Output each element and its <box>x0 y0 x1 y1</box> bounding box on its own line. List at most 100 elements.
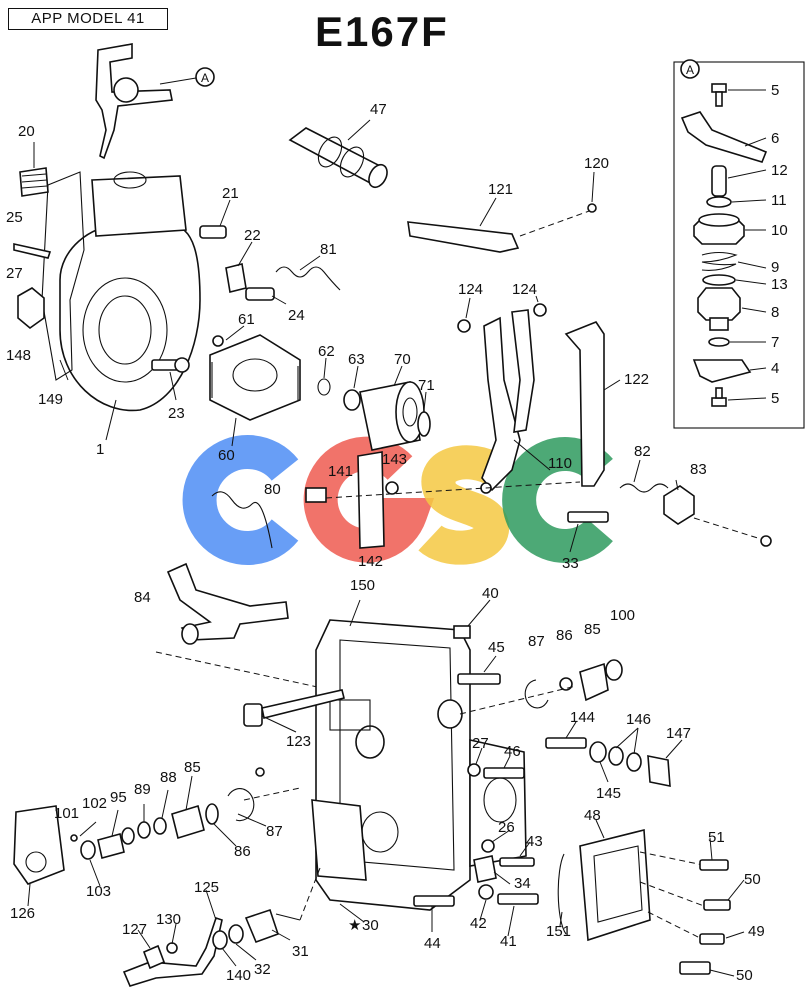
label-124-left: 124 <box>458 281 483 298</box>
label-102: 102 <box>82 795 107 812</box>
label-149: 149 <box>38 391 63 408</box>
part-washer-88 <box>153 817 167 835</box>
label-61: 61 <box>238 311 255 328</box>
part-cover-48 <box>557 828 651 942</box>
label-101: 101 <box>54 805 79 822</box>
diagram-title: E167F <box>315 8 449 55</box>
part-bolt-25 <box>13 243 52 259</box>
label-100: 100 <box>610 607 635 624</box>
part-cap-147 <box>647 755 671 787</box>
part-shaft-47 <box>288 127 388 189</box>
watermark-letter-c2 <box>502 437 613 563</box>
part-screw-21 <box>199 225 227 239</box>
label-87-right: 87 <box>528 633 545 650</box>
part-lever-122 <box>564 321 605 487</box>
part-bracket-22 <box>225 263 247 293</box>
label-30: 30 <box>362 917 379 934</box>
part-screw-40 <box>453 625 471 639</box>
part-screw-24 <box>245 287 275 301</box>
label-70: 70 <box>394 351 411 368</box>
label-5-bottom: 5 <box>771 390 779 407</box>
part-nut-8 <box>697 287 741 321</box>
label-86-left: 86 <box>234 843 251 860</box>
label-32: 32 <box>254 961 271 978</box>
part-clip-120 <box>587 203 597 213</box>
part-pin-12 <box>711 165 727 197</box>
label-150: 150 <box>350 577 375 594</box>
label-31: 31 <box>292 943 309 960</box>
part-sleeve-70 <box>359 381 425 451</box>
leader-lines <box>27 119 745 977</box>
inset-marker-circle <box>680 59 700 79</box>
label-27-lower: 27 <box>472 735 489 752</box>
label-147: 147 <box>666 725 691 742</box>
label-71: 71 <box>418 377 435 394</box>
part-lever-6 <box>680 111 768 163</box>
label-5-top: 5 <box>771 82 779 99</box>
part-bracket-141 <box>305 487 327 503</box>
label-125: 125 <box>194 879 219 896</box>
part-housing-1 <box>59 224 201 412</box>
part-clip-62 <box>317 378 331 396</box>
label-21: 21 <box>222 185 239 202</box>
label-9: 9 <box>771 259 779 276</box>
label-130: 130 <box>156 911 181 928</box>
label-10: 10 <box>771 222 788 239</box>
part-fitting-31 <box>244 908 280 944</box>
part-screw-49 <box>699 933 725 945</box>
label-85-right: 85 <box>584 621 601 638</box>
label-13: 13 <box>771 276 788 293</box>
label-6: 6 <box>771 130 779 147</box>
part-spring-9 <box>701 251 738 271</box>
part-ring-71 <box>417 411 431 437</box>
label-82: 82 <box>634 443 651 460</box>
label-40: 40 <box>482 585 499 602</box>
part-washer-11 <box>706 196 732 208</box>
part-dot-left <box>255 767 265 777</box>
part-plug-20 <box>19 167 49 197</box>
label-86-right: 86 <box>556 627 573 644</box>
part-screw-46 <box>483 767 525 779</box>
part-screw-50-upper <box>703 899 731 911</box>
part-pin-124-left <box>457 319 471 333</box>
part-washer-140 <box>212 930 228 950</box>
part-washer-146a <box>608 746 624 766</box>
part-pin-124-right <box>533 303 547 317</box>
part-screw-50-lower <box>679 961 711 975</box>
label-142: 142 <box>358 553 383 570</box>
label-27-upper: 27 <box>6 265 23 282</box>
part-screw-5-bottom <box>711 397 727 407</box>
label-151: 151 <box>546 923 571 940</box>
label-84: 84 <box>134 589 151 606</box>
part-screw-41 <box>497 893 539 905</box>
label-60: 60 <box>218 447 235 464</box>
label-1: 1 <box>96 441 104 458</box>
part-washer-95 <box>121 827 135 845</box>
part-ball-61 <box>212 335 224 347</box>
label-7: 7 <box>771 334 779 351</box>
label-95: 95 <box>110 789 127 806</box>
upper-housing-assembly: A <box>13 43 275 412</box>
label-123: 123 <box>286 733 311 750</box>
part-lever-84 <box>166 562 289 645</box>
part-bolt-45 <box>457 673 501 685</box>
part-washer-145 <box>589 741 607 763</box>
label-4: 4 <box>771 360 779 377</box>
label-103: 103 <box>86 883 111 900</box>
part-spring-82 <box>619 483 669 493</box>
part-washer-100 <box>605 659 623 681</box>
label-63: 63 <box>348 351 365 368</box>
part-plug-85 <box>579 662 609 702</box>
label-148: 148 <box>6 347 31 364</box>
inset-frame <box>673 61 805 429</box>
part-washer-146b <box>626 752 642 772</box>
part-bolt-123 <box>243 689 345 727</box>
label-44: 44 <box>424 935 441 952</box>
part-clip-87 <box>524 679 549 709</box>
label-26: 26 <box>498 819 515 836</box>
part-piston-102 <box>97 833 125 859</box>
part-washer-7 <box>708 337 730 347</box>
label-144: 144 <box>570 709 595 726</box>
label-11: 11 <box>771 192 787 209</box>
